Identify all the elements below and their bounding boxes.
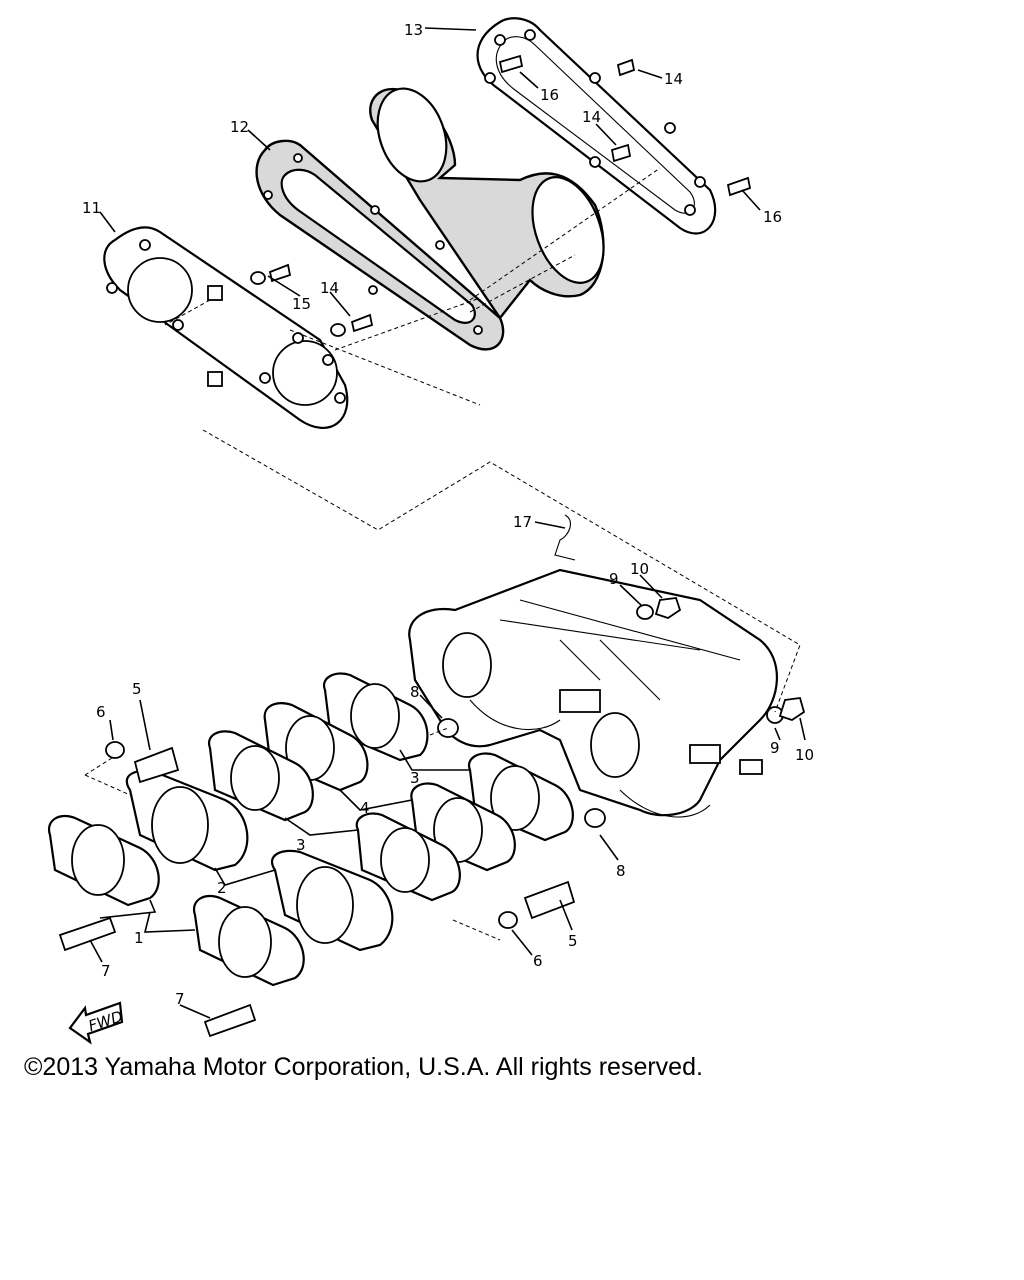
callout-7b: 7 xyxy=(175,990,185,1008)
carburetor-assembly xyxy=(408,514,779,818)
callout-6b: 6 xyxy=(533,952,543,970)
callout-16a: 16 xyxy=(540,86,559,104)
callout-10b: 10 xyxy=(795,746,814,764)
callout-3a: 3 xyxy=(410,769,420,787)
alignment-lines xyxy=(84,167,801,941)
callout-7a: 7 xyxy=(101,962,111,980)
callout-12: 12 xyxy=(230,118,249,136)
callout-4: 4 xyxy=(360,799,370,817)
copyright-notice: ©2013 Yamaha Motor Corporation, U.S.A. A… xyxy=(24,1053,703,1081)
air-cleaner-cover xyxy=(476,17,717,235)
callout-10a: 10 xyxy=(630,560,649,578)
callout-13: 13 xyxy=(404,21,423,39)
callout-14c: 14 xyxy=(320,279,339,297)
callout-9a: 9 xyxy=(609,570,619,588)
fwd-label: FWD xyxy=(86,1007,125,1035)
callout-5a: 5 xyxy=(132,680,142,698)
callout-15: 15 xyxy=(292,295,311,313)
joint-plate xyxy=(103,226,349,430)
callout-17: 17 xyxy=(513,513,532,531)
callout-5b: 5 xyxy=(568,932,578,950)
callout-numbers: 13 12 11 16 14 14 16 15 14 17 9 10 8 9 1… xyxy=(82,21,814,1008)
callout-14a: 14 xyxy=(664,70,683,88)
callout-9b: 9 xyxy=(770,739,780,757)
callout-2: 2 xyxy=(217,879,227,897)
callout-3b: 3 xyxy=(296,836,306,854)
callout-8b: 8 xyxy=(616,862,626,880)
leader-lines xyxy=(89,27,806,1019)
callout-8a: 8 xyxy=(410,683,420,701)
exploded-parts-diagram: FWD 13 12 11 16 14 14 16 15 14 17 9 10 8… xyxy=(47,17,814,1045)
callout-14b: 14 xyxy=(582,108,601,126)
callout-6a: 6 xyxy=(96,703,106,721)
studs-and-bolts xyxy=(58,741,576,1038)
callout-16b: 16 xyxy=(763,208,782,226)
manifold-gaskets xyxy=(47,672,574,987)
top-screws xyxy=(250,54,752,337)
callout-11: 11 xyxy=(82,199,101,217)
fwd-arrow-icon: FWD xyxy=(68,1001,125,1045)
air-cleaner-case xyxy=(255,87,605,351)
right-hardware xyxy=(437,597,806,828)
callout-1: 1 xyxy=(134,929,144,947)
